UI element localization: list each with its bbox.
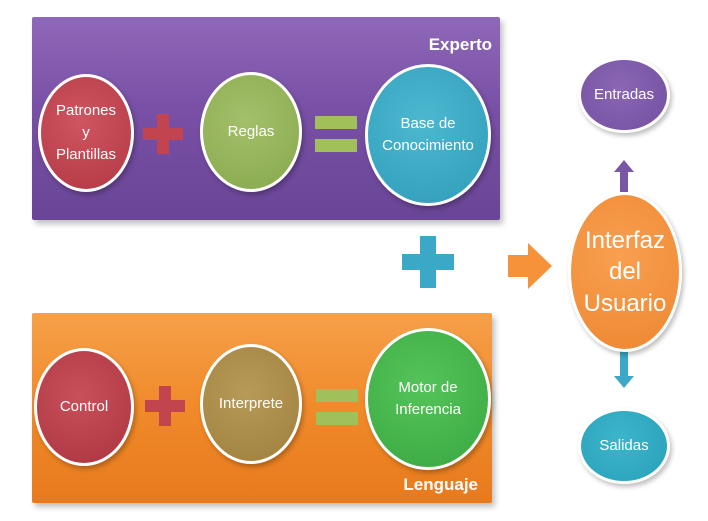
plus-icon-blue [402, 236, 454, 288]
motor-line-2: Inferencia [395, 401, 461, 418]
arrow-right-icon [508, 243, 552, 289]
interprete-node: Interprete [200, 344, 302, 464]
base-conocimiento-node: Base de Conocimiento [365, 64, 491, 206]
entradas-label: Entradas [593, 86, 655, 104]
motor-line-1: Motor de [398, 379, 458, 397]
patrones-line-2: y [82, 124, 90, 142]
patrones-plantillas-node: Patrones y Plantillas [38, 74, 134, 192]
patrones-line-3: Plantillas [55, 145, 116, 163]
base-line-1: Base de [400, 115, 456, 133]
experto-title: Experto [428, 35, 492, 54]
reglas-label: Reglas [227, 123, 275, 141]
plus-icon-2 [145, 386, 185, 426]
control-node: Control [34, 348, 134, 466]
motor-inferencia-node: Motor de Inferencia [365, 328, 491, 470]
interfaz-line-1: Interfaz [584, 227, 666, 255]
control-label: Control [59, 398, 109, 416]
salidas-node: Salidas [578, 408, 670, 484]
arrow-up-icon [614, 160, 634, 192]
equals-icon [315, 112, 357, 156]
arrow-down-icon [614, 348, 634, 388]
reglas-node: Reglas [200, 72, 302, 192]
base-line-2: Conocimiento [382, 137, 474, 154]
interfaz-line-2: del [608, 258, 641, 286]
equals-icon-2 [316, 385, 358, 429]
salidas-label: Salidas [599, 437, 649, 455]
interprete-label: Interprete [218, 395, 284, 413]
lenguaje-title: Lenguaje [403, 475, 478, 494]
plus-icon [143, 114, 183, 154]
interfaz-usuario-node: Interfaz del Usuario [568, 192, 682, 352]
patrones-line-1: Patrones [55, 102, 117, 120]
entradas-node: Entradas [578, 57, 670, 133]
interfaz-line-3: Usuario [583, 289, 667, 317]
